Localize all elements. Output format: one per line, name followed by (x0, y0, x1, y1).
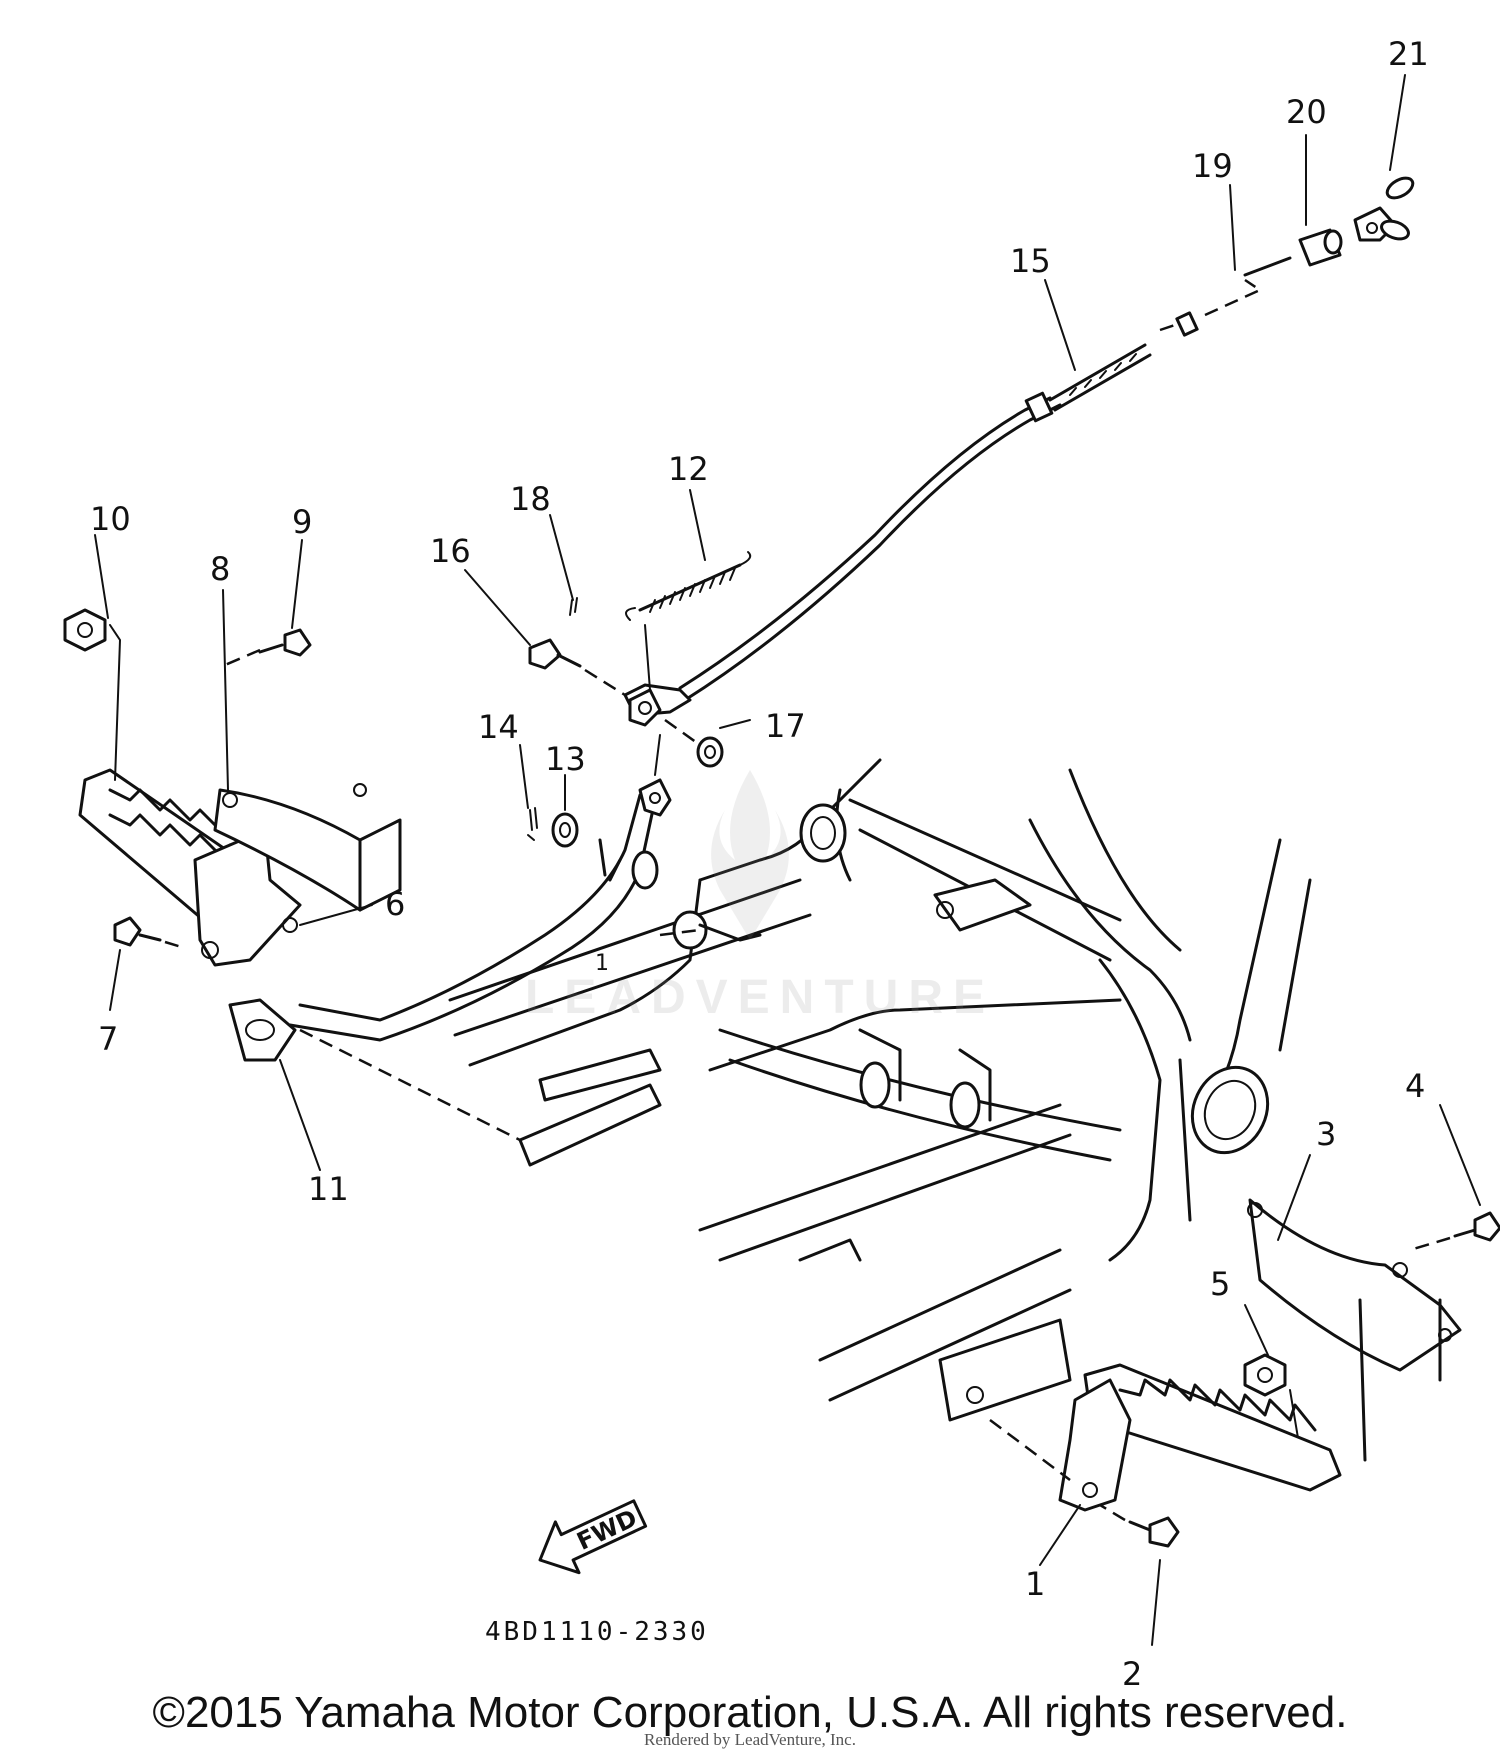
callout-9: 9 (292, 503, 312, 541)
callout-21: 21 (1388, 35, 1429, 73)
callout-18: 18 (510, 480, 551, 518)
callout-4: 4 (1405, 1067, 1425, 1105)
callout-11: 11 (308, 1170, 349, 1208)
rendered-by-note: Rendered by LeadVenture, Inc. (644, 1730, 856, 1749)
callout-5: 5 (1210, 1265, 1230, 1303)
watermark-text: LEADVENTURE (524, 971, 996, 1024)
callout-1: 1 (1025, 1565, 1045, 1603)
callout-16: 16 (430, 532, 471, 570)
callout-10: 10 (90, 500, 131, 538)
diagram-code: 4BD1110-2330 (485, 1617, 709, 1647)
leadventure-logo-icon (711, 770, 789, 940)
callout-8: 8 (210, 550, 230, 588)
right-footrest-assembly (989, 1198, 1500, 1548)
leader-lines (94, 74, 1481, 1646)
callout-2: 2 (1122, 1655, 1142, 1693)
callout-12: 12 (668, 450, 709, 488)
callout-19: 19 (1192, 147, 1233, 185)
copyright-notice: ©2015 Yamaha Motor Corporation, U.S.A. A… (152, 1688, 1348, 1737)
callout-3: 3 (1316, 1115, 1336, 1153)
frame-drawing (448, 758, 1312, 1422)
brake-rod-assembly (527, 176, 1415, 848)
callout-17: 17 (765, 707, 806, 745)
callout-6: 6 (385, 885, 405, 923)
frame-mark: 1 (595, 951, 609, 976)
left-footrest-assembly (63, 608, 402, 967)
brake-pedal (228, 734, 762, 1167)
fwd-arrow-icon: FWD (538, 1499, 648, 1575)
callout-13: 13 (545, 740, 586, 778)
callout-7: 7 (98, 1020, 118, 1058)
callout-15: 15 (1010, 242, 1051, 280)
callout-20: 20 (1286, 93, 1327, 131)
callout-14: 14 (478, 708, 519, 746)
callout-labels: 1 2 3 4 5 6 7 8 9 10 11 12 13 14 15 16 1… (90, 35, 1429, 1693)
